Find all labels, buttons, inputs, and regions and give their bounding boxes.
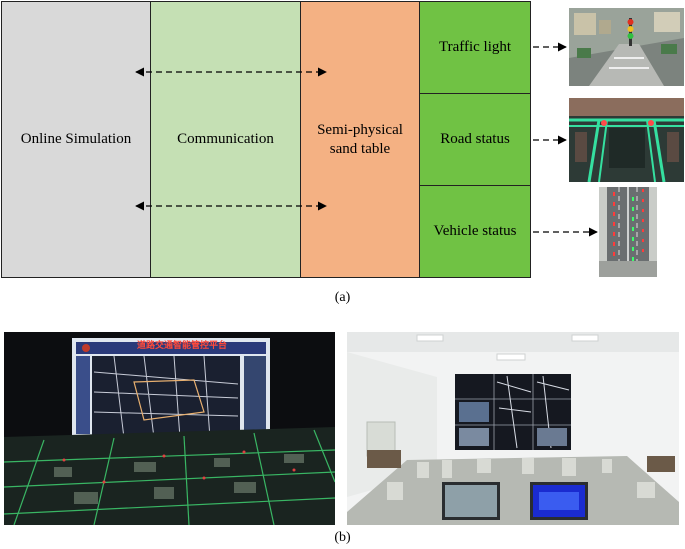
online-simulation-label: Online Simulation <box>20 131 132 148</box>
road-status-photo <box>569 98 684 182</box>
caption-b: (b) <box>334 530 351 545</box>
sand-table-block: Semi-physical sand table <box>300 1 420 278</box>
vehicle-status-label: Vehicle status <box>433 223 517 240</box>
diagram-a: Online Simulation Communication Semi-phy… <box>1 1 684 305</box>
sand-table-label-line1: Semi-physical <box>317 121 403 138</box>
traffic-light-block: Traffic light <box>419 1 531 94</box>
sand-table-label: Semi-physical sand table <box>317 121 403 159</box>
road-status-label: Road status <box>440 131 510 148</box>
traffic-light-label: Traffic light <box>438 39 512 56</box>
communication-block: Communication <box>150 1 301 278</box>
screen-banner-text: 道路交通智能管控平台 <box>136 341 227 351</box>
sand-table-label-line2: sand table <box>329 140 391 157</box>
caption-a: (a) <box>334 290 351 305</box>
vehicle-status-photo <box>599 187 657 277</box>
communication-label: Communication <box>177 131 274 148</box>
road-status-block: Road status <box>419 93 531 186</box>
online-simulation-block: Online Simulation <box>1 1 151 278</box>
diagram-arrows <box>135 42 598 237</box>
control-platform-photo: 道路交通智能管控平台 <box>4 332 335 525</box>
lab-room-photo <box>347 332 679 525</box>
vehicle-status-block: Vehicle status <box>419 185 531 278</box>
traffic-light-photo <box>569 8 684 86</box>
